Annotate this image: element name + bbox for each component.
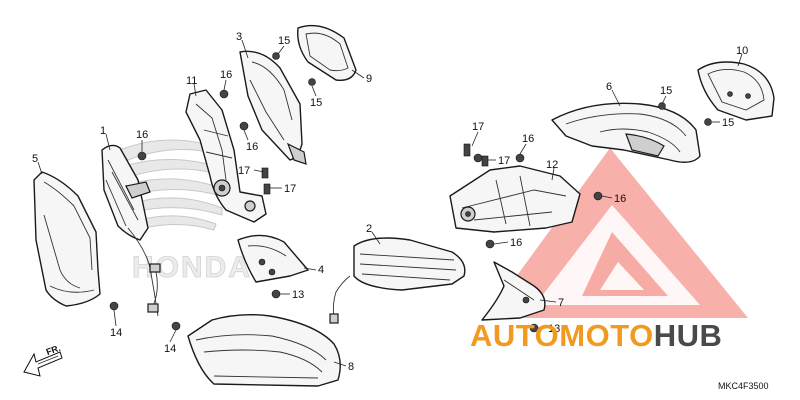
- bolt-16d: [473, 153, 483, 163]
- bolt-16c: [239, 121, 249, 131]
- bolt-16g: [485, 239, 495, 249]
- callout-15a: 15: [278, 35, 290, 47]
- part-5-left-outer-cover: [33, 171, 101, 307]
- callout-8: 8: [348, 361, 354, 373]
- part-3-left-mirror-holder: [239, 50, 307, 165]
- bolt-17d: [263, 183, 271, 195]
- leader-lines: [37, 39, 743, 367]
- callout-17d: 17: [284, 183, 296, 195]
- callout-16e: 16: [614, 193, 626, 205]
- part-1-left-mirror-housing: [101, 144, 161, 317]
- screw-15b: [308, 78, 316, 86]
- callout-17c: 17: [238, 165, 250, 177]
- callout-7: 7: [558, 297, 564, 309]
- watermark-triangle: [486, 148, 748, 318]
- screw-14b: [171, 321, 181, 331]
- screw-15a: [272, 52, 280, 60]
- bolt-17a: [463, 143, 471, 157]
- callout-14b: 14: [164, 343, 176, 355]
- callout-3: 3: [236, 31, 242, 43]
- watermark-logo-auto: AUTO: [470, 318, 560, 353]
- bolt-16e: [515, 153, 525, 163]
- bolt-16b: [219, 89, 229, 99]
- part-6-right-mirror-holder: [551, 102, 701, 163]
- callout-17b: 17: [498, 155, 510, 167]
- callout-13b: 13: [548, 323, 560, 335]
- screw-15c: [658, 102, 666, 110]
- callout-15c: 15: [660, 85, 672, 97]
- bolt-16a: [137, 151, 147, 161]
- front-direction-arrow-icon: [23, 351, 63, 377]
- callout-13a: 13: [292, 289, 304, 301]
- part-12-right-stay-bracket: [449, 165, 581, 233]
- callout-9: 9: [366, 73, 372, 85]
- watermark-logo-hub: HUB: [653, 318, 723, 353]
- part-11-left-stay-bracket: [185, 89, 267, 223]
- callout-2: 2: [366, 223, 372, 235]
- bolt-17b: [481, 155, 489, 167]
- callout-16a: 16: [136, 129, 148, 141]
- screw-15d: [704, 118, 712, 126]
- nut-13a: [271, 289, 281, 299]
- callout-16c: 16: [246, 141, 258, 153]
- callout-16f: 16: [510, 237, 522, 249]
- part-9-left-mirror-glass: [297, 24, 357, 81]
- callout-16d: 16: [522, 133, 534, 145]
- fasteners: [109, 52, 712, 333]
- callout-labels: 1 2 3 4 5 6 7 8 9 10 11 12 13 13 14 14 1…: [32, 31, 748, 373]
- callout-16b: 16: [220, 69, 232, 81]
- callout-14a: 14: [110, 327, 122, 339]
- callout-6: 6: [606, 81, 612, 93]
- callout-1: 1: [100, 125, 106, 137]
- callout-15d: 15: [722, 117, 734, 129]
- bolt-16f: [593, 191, 603, 201]
- part-4-left-inner-cover: [237, 234, 309, 283]
- callout-5: 5: [32, 153, 38, 165]
- callout-11: 11: [186, 75, 197, 87]
- callout-10: 10: [736, 45, 748, 57]
- callout-12: 12: [546, 159, 558, 171]
- callout-15b: 15: [310, 97, 322, 109]
- part-7-right-inner-cover: [481, 261, 546, 321]
- part-10-right-mirror-glass: [697, 61, 775, 121]
- screw-14a: [109, 301, 119, 311]
- callout-4: 4: [318, 264, 324, 276]
- watermark-logo-moto: MOTO: [559, 318, 654, 353]
- bolt-17c: [261, 167, 269, 179]
- diagram-code: MKC4F3500: [718, 381, 769, 391]
- watermark-logo: AUTOMOTOHUB: [470, 318, 722, 354]
- callout-17a: 17: [472, 121, 484, 133]
- part-2-right-mirror-housing: [329, 237, 466, 324]
- part-8-left-lower-cover: [187, 313, 341, 387]
